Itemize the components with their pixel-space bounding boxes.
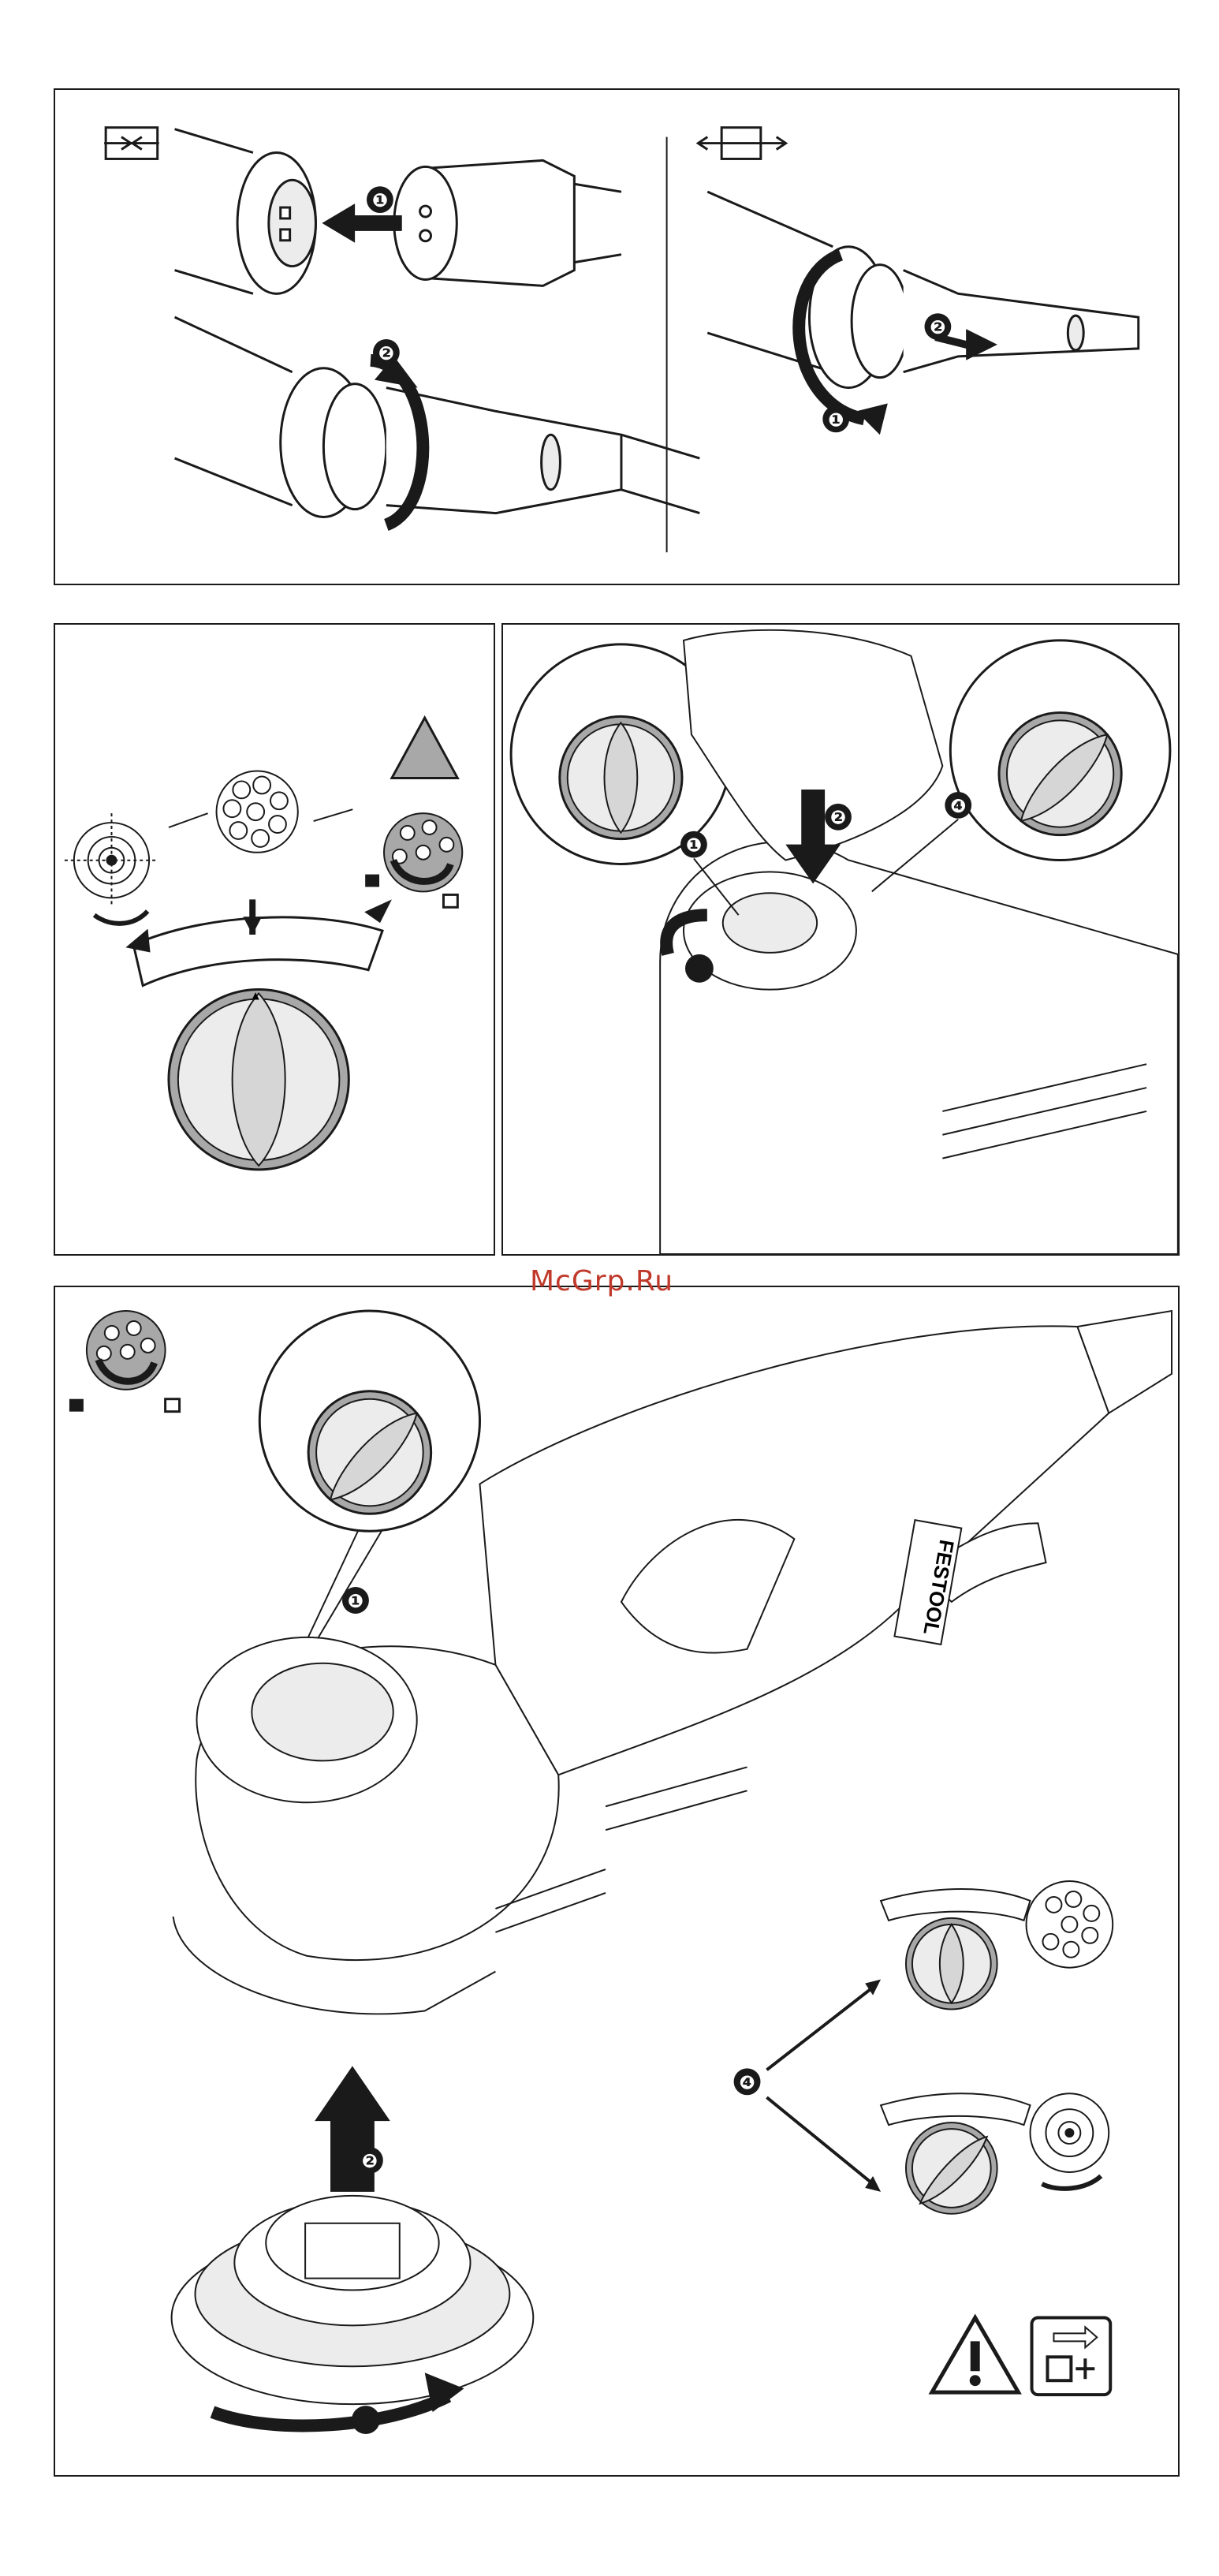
step-badge: ❷ <box>362 2150 378 2172</box>
mode-selector-panel: ▲ <box>54 623 495 1256</box>
step-badge: ❶ <box>372 189 388 211</box>
brake-lock-disc <box>87 1311 166 1390</box>
step-badge: ❶ <box>686 834 702 857</box>
small-dial-rotary <box>881 2093 1030 2214</box>
unplug-before-service-icon <box>1032 2317 1111 2395</box>
brake-lock-disc <box>384 813 462 891</box>
step-badge: ❹ <box>739 2071 755 2093</box>
step-badge: ❶ <box>828 409 844 431</box>
hose-coupling-illustration: ❶ ❷ ❶ ❷ <box>55 90 1178 584</box>
rotary-mode-disc <box>1031 2093 1109 2172</box>
step-badge: ❶ <box>348 1590 363 1612</box>
dial-inset-after <box>950 640 1170 861</box>
disconnect-icon <box>698 128 785 159</box>
dial-change-illustration: ❷ ❶ ❹ <box>503 625 1178 1254</box>
warning-triangle-icon <box>392 718 457 778</box>
eccentric-mode-disc <box>217 771 298 853</box>
dial-marker: ▲ <box>249 989 262 1002</box>
rotary-mode-disc <box>65 813 158 907</box>
dial-inset <box>259 1311 479 1531</box>
warning-exclamation-icon <box>932 2317 1019 2392</box>
padlock-closed-icon <box>365 875 379 887</box>
watermark-text: McGrp.Ru <box>530 1265 673 1297</box>
small-dial-eccentric <box>881 1889 1030 2010</box>
sander-illustration: ❶ FESTOOL ❷ ❹ <box>55 1287 1178 2475</box>
eccentric-mode-disc <box>1027 1881 1113 1968</box>
step-badge: ❷ <box>930 316 945 338</box>
padlock-open-icon <box>443 894 457 907</box>
mode-knob[interactable]: ▲ <box>133 917 382 1170</box>
padlock-open-icon <box>166 1399 180 1412</box>
step-badge: ❷ <box>378 342 394 364</box>
mode-selector-illustration: ▲ <box>55 625 494 1254</box>
dial-change-panel: ❷ ❶ ❹ <box>501 623 1180 1256</box>
step-badge: ❷ <box>830 807 846 829</box>
connect-icon <box>104 128 159 159</box>
padlock-closed-icon <box>69 1399 84 1412</box>
sanding-pad <box>172 2196 534 2404</box>
sander-panel: ❶ FESTOOL ❷ ❹ <box>54 1286 1180 2477</box>
step-badge: ❹ <box>950 795 966 817</box>
hose-coupling-panel: ❶ ❷ ❶ ❷ <box>54 88 1180 585</box>
